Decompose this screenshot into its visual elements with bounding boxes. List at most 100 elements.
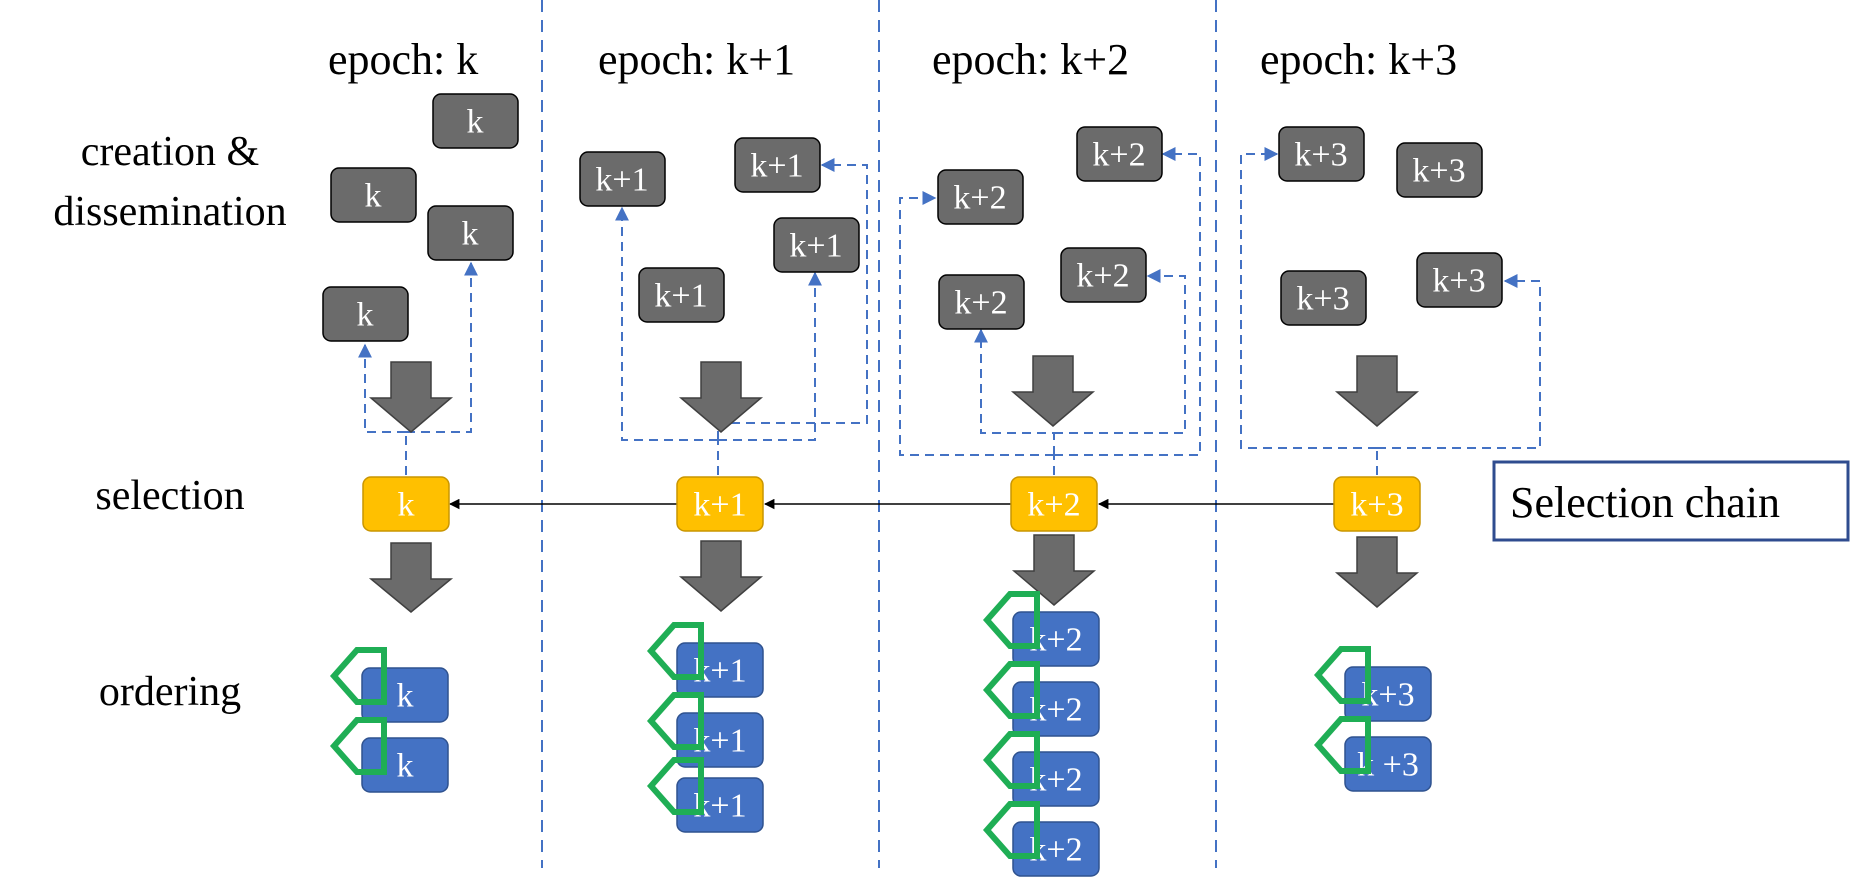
svg-text:k: k <box>397 748 414 785</box>
link-k1-a <box>615 206 718 441</box>
created-block: k <box>330 167 417 223</box>
svg-text:k+1: k+1 <box>595 162 648 199</box>
tag-icon <box>646 622 704 680</box>
svg-text:k+2: k+2 <box>953 180 1006 217</box>
created-block: k <box>322 286 409 342</box>
svg-text:k: k <box>397 678 414 715</box>
selected-block: k+3 <box>1333 476 1421 532</box>
svg-text:k: k <box>462 216 479 253</box>
created-block: k+2 <box>1076 126 1163 182</box>
svg-text:k+1: k+1 <box>693 487 746 524</box>
ordered-block: k+2 <box>982 801 1100 877</box>
selection-chain-box: Selection chain <box>1492 460 1850 542</box>
created-block: k+3 <box>1416 252 1503 308</box>
stage-label-ordering: ordering <box>99 669 241 715</box>
created-block: k+3 <box>1278 126 1365 182</box>
down-arrow-icon <box>678 540 764 612</box>
down-arrow-icon <box>368 542 454 613</box>
down-arrow-icon <box>1334 536 1420 608</box>
ordered-block: k +3 <box>1313 716 1432 792</box>
epoch-title-0: epoch: k <box>328 35 478 84</box>
link-k2-a <box>899 191 1054 456</box>
link-k3-a <box>1240 147 1377 449</box>
ordered-blocks: k k k+1 k+1 k+1 k+2 <box>329 591 1432 877</box>
dissemination-links <box>358 147 1541 475</box>
link-k-right <box>406 261 478 433</box>
svg-text:k+1: k+1 <box>654 278 707 315</box>
selected-block: k+2 <box>1010 476 1098 532</box>
stage-label-creation-line2: dissemination <box>53 189 286 235</box>
epoch-title-2: epoch: k+2 <box>932 35 1129 84</box>
created-blocks: k k k k k+1 k+1 k+1 k+1 <box>322 93 1503 342</box>
ordered-block: k <box>329 647 449 723</box>
svg-text:k+1: k+1 <box>750 148 803 185</box>
created-block: k+3 <box>1396 142 1483 198</box>
tag-icon <box>1313 716 1371 774</box>
tag-icon <box>982 731 1040 789</box>
selected-block: k <box>362 476 450 532</box>
svg-text:k+2: k+2 <box>954 285 1007 322</box>
tag-icon <box>329 647 387 705</box>
tag-icon <box>982 661 1040 719</box>
down-arrow-icon <box>368 361 454 433</box>
svg-text:k+3: k+3 <box>1294 137 1347 174</box>
svg-text:k: k <box>398 487 415 524</box>
down-arrow-icon <box>1011 534 1097 606</box>
link-k-left <box>358 343 406 433</box>
stage-arrows <box>368 355 1420 613</box>
svg-text:k: k <box>365 178 382 215</box>
epoch-titles: epoch: k epoch: k+1 epoch: k+2 epoch: k+… <box>328 35 1457 84</box>
ordered-block: k <box>329 717 449 793</box>
tag-icon <box>646 692 704 750</box>
ordered-block: k+1 <box>646 757 764 833</box>
stage-label-selection: selection <box>95 473 244 519</box>
svg-text:k+2: k+2 <box>1076 258 1129 295</box>
stage-label-creation-line1: creation & <box>81 129 259 175</box>
tag-icon <box>646 757 704 815</box>
svg-text:k+3: k+3 <box>1432 263 1485 300</box>
tag-icon <box>1313 646 1371 704</box>
stage-labels: creation & dissemination selection order… <box>53 129 286 715</box>
created-block: k+2 <box>1060 247 1147 303</box>
svg-text:k+3: k+3 <box>1296 281 1349 318</box>
svg-text:k+2: k+2 <box>1027 487 1080 524</box>
created-block: k+2 <box>938 274 1025 330</box>
epoch-separators <box>541 0 1217 868</box>
svg-text:k+2: k+2 <box>1092 137 1145 174</box>
link-k2-d <box>1054 269 1186 434</box>
selected-blocks: k k+1 k+2 k+3 <box>362 476 1421 532</box>
selected-block: k+1 <box>676 476 764 532</box>
ordered-block: k+2 <box>982 661 1100 737</box>
link-k1-b <box>718 271 822 441</box>
created-block: k+1 <box>638 267 725 323</box>
svg-text:k+1: k+1 <box>789 228 842 265</box>
created-block: k+3 <box>1280 270 1367 326</box>
ordered-block: k+1 <box>646 692 764 768</box>
epoch-title-3: epoch: k+3 <box>1260 35 1457 84</box>
tag-icon <box>982 801 1040 859</box>
epoch-title-1: epoch: k+1 <box>598 35 795 84</box>
created-block: k+1 <box>773 217 860 273</box>
svg-text:k+3: k+3 <box>1412 153 1465 190</box>
ordered-block: k+3 <box>1313 646 1432 722</box>
created-block: k+2 <box>937 169 1024 225</box>
link-k2-b <box>1054 147 1201 456</box>
created-block: k <box>427 205 514 261</box>
down-arrow-icon <box>1010 355 1096 427</box>
svg-text:k: k <box>357 297 374 334</box>
svg-text:k+3: k+3 <box>1350 487 1403 524</box>
selection-chain-label: Selection chain <box>1510 478 1780 527</box>
ordered-block: k+2 <box>982 731 1100 807</box>
ordered-block: k+1 <box>646 622 764 698</box>
ordered-block: k+2 <box>982 591 1100 667</box>
link-k1-c <box>717 158 868 440</box>
created-block: k+1 <box>579 151 666 207</box>
tag-icon <box>982 591 1040 649</box>
created-block: k+1 <box>734 137 821 193</box>
svg-text:k: k <box>467 104 484 141</box>
link-k3-b <box>1377 274 1541 449</box>
tag-icon <box>329 717 387 775</box>
created-block: k <box>432 93 519 149</box>
down-arrow-icon <box>1334 355 1420 427</box>
